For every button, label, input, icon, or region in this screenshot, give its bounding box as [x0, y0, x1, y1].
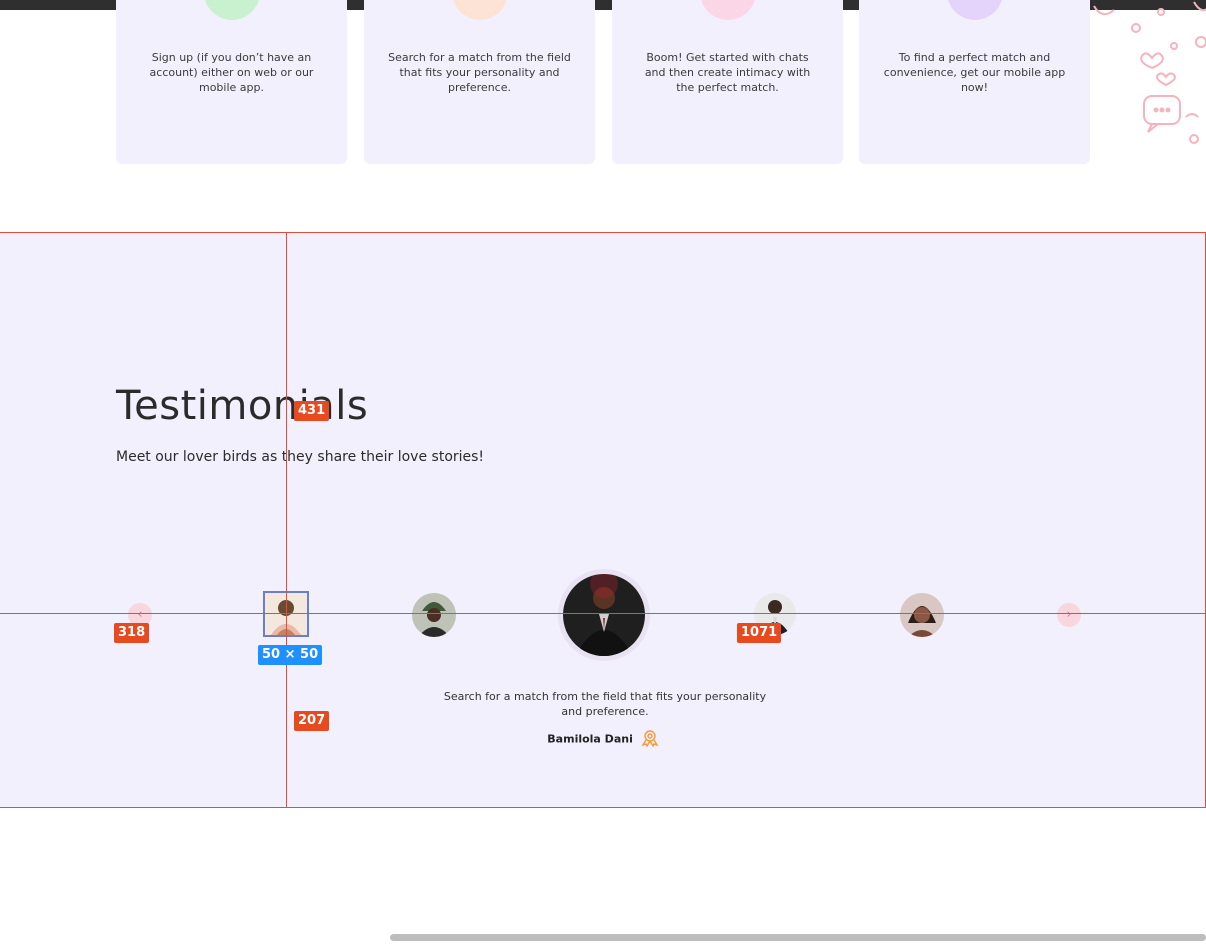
measure-label-bottom: 207 [294, 711, 330, 731]
testimonial-avatar-active[interactable] [558, 569, 650, 661]
horizontal-scrollbar[interactable] [390, 934, 1206, 941]
measure-size-label: 50 × 50 [258, 645, 323, 665]
testimonial-avatar-2[interactable] [412, 593, 456, 637]
testimonial-quote: Search for a match from the field that f… [443, 690, 767, 718]
measure-guide-horizontal [0, 613, 1206, 614]
chevron-right-icon: › [1066, 607, 1072, 622]
step-description: Search for a match from the field that f… [388, 51, 571, 94]
step-icon-circle [203, 0, 260, 20]
person-avatar-icon [563, 574, 645, 656]
step-icon-circle [451, 0, 508, 20]
award-icon [641, 729, 659, 750]
testimonial-avatar-5[interactable] [900, 593, 944, 637]
section-title: Testimonials [116, 383, 369, 429]
step-icon-circle [946, 0, 1003, 20]
measure-label-top: 431 [294, 401, 330, 421]
person-avatar-icon [412, 593, 456, 637]
author-name: Bamilola Dani [547, 732, 633, 746]
section-subtitle: Meet our lover birds as they share their… [116, 449, 485, 465]
step-card-app: To find a perfect match and convenience,… [859, 0, 1090, 164]
hearts-chat-icon [1093, 1, 1206, 144]
step-card-search: Search for a match from the field that f… [364, 0, 595, 164]
measure-label-right: 1071 [737, 623, 782, 643]
step-description: Boom! Get started with chats and then cr… [644, 51, 811, 94]
step-card-signup: Sign up (if you don’t have an account) e… [116, 0, 347, 164]
hearts-decoration [1086, 0, 1206, 150]
step-icon-circle [699, 0, 756, 20]
chevron-left-icon: ‹ [137, 607, 143, 622]
testimonials-section: Testimonials Meet our lover birds as the… [0, 232, 1206, 808]
how-it-works-cards: Sign up (if you don’t have an account) e… [116, 0, 1096, 165]
next-testimonial-button[interactable]: › [1057, 603, 1081, 627]
step-description: Sign up (if you don’t have an account) e… [149, 51, 314, 94]
testimonial-author: Bamilola Dani [0, 729, 1206, 750]
person-avatar-icon [900, 593, 944, 637]
step-description: To find a perfect match and convenience,… [883, 51, 1066, 94]
measure-guide-vertical [286, 232, 287, 808]
measure-label-left: 318 [114, 623, 150, 643]
step-card-chat: Boom! Get started with chats and then cr… [612, 0, 843, 164]
browser-top-bar [0, 0, 1206, 10]
